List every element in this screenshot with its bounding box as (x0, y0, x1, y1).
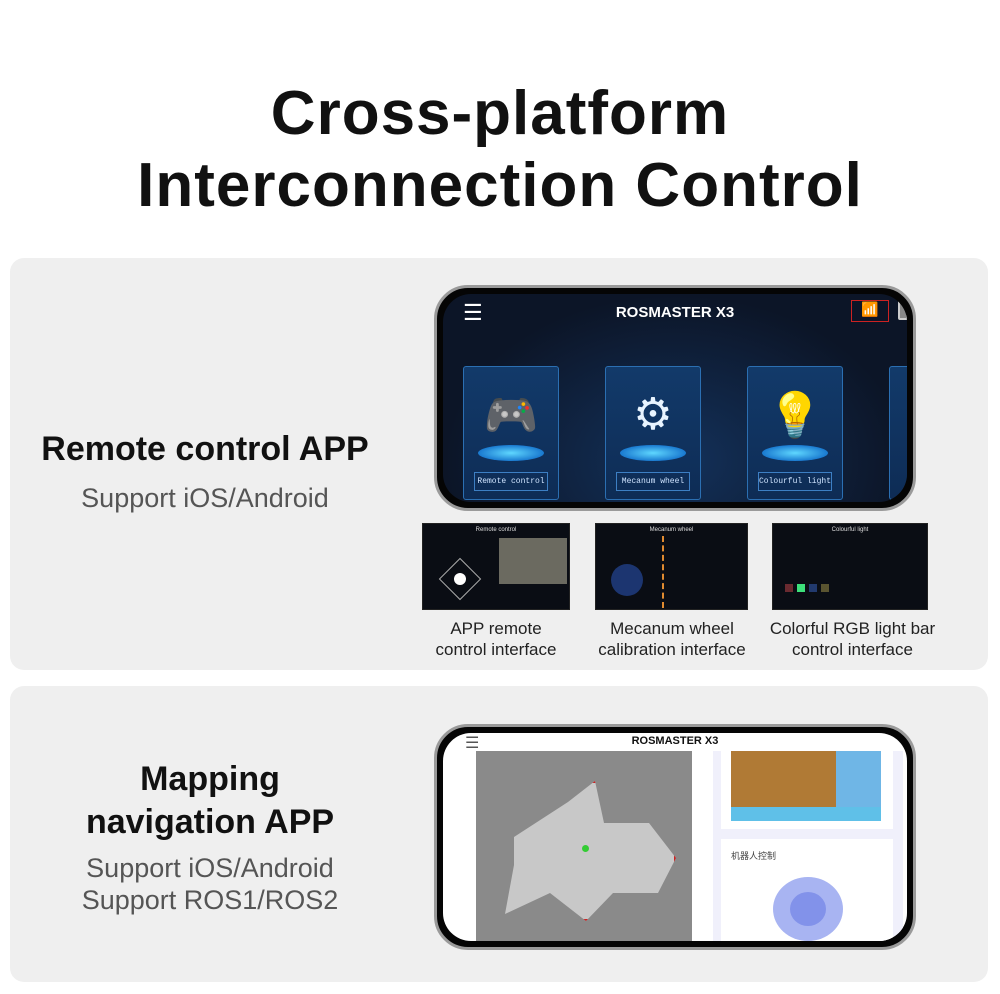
caption-mecanum: Mecanum wheel calibration interface (580, 618, 764, 660)
subtitle-line: Support ROS1/ROS2 (81, 885, 339, 915)
camera-feed (731, 751, 881, 821)
card-remote-control[interactable]: 🎮 Remote control (463, 366, 559, 500)
mapping-phone-mockup: ☰ ROSMASTER X3 机器人控制 (434, 724, 916, 950)
page-title: Cross-platform Interconnection Control (0, 78, 1000, 222)
menu-icon[interactable]: ☰ (465, 735, 480, 752)
caption-line: control interface (435, 640, 557, 659)
mapping-app-title: Mapping navigation APP (10, 758, 410, 844)
thumb-title: Mecanum wheel (649, 527, 694, 533)
battery-icon (898, 300, 907, 320)
lightbulb-icon: 💡 (767, 391, 823, 440)
title-line: navigation APP (85, 803, 335, 841)
right-column: 机器人控制 (713, 751, 903, 941)
card-partial[interactable] (889, 366, 907, 500)
wheel-icon: ⚙ (633, 390, 673, 439)
joystick-knob[interactable] (790, 892, 826, 926)
menu-icon[interactable]: ☰ (463, 300, 483, 325)
card-mecanum-wheel[interactable]: ⚙ Mecanum wheel (605, 366, 701, 500)
thumb-remote-control: Remote control (422, 523, 570, 610)
swatch (785, 584, 793, 592)
camera-card (721, 751, 893, 829)
remote-phone-mockup: ☰ ROSMASTER X3 📶 🎮 Remote control ⚙ Mecanu… (434, 285, 916, 511)
joystick-icon (611, 564, 643, 596)
gauges (662, 536, 682, 608)
caption-line: Colorful RGB light bar (769, 619, 936, 638)
robot-control-label: 机器人控制 (731, 851, 777, 861)
caption-remote: APP remote control interface (405, 618, 587, 660)
app-header: ROSMASTER X3 (615, 304, 735, 321)
subtitle-line: Support iOS/Android (86, 853, 334, 883)
dpad-knob (454, 573, 466, 585)
caption-light: Colorful RGB light bar control interface (755, 618, 950, 660)
app-header: ROSMASTER X3 (631, 735, 719, 747)
caption-line: Mecanum wheel (610, 619, 734, 638)
caption-line: APP remote (450, 619, 542, 638)
caption-line: calibration interface (598, 640, 746, 659)
swatch (809, 584, 817, 592)
thumb-title: Colourful light (831, 527, 869, 533)
robot-marker (582, 845, 589, 852)
card-colourful-light[interactable]: 💡 Colourful light (747, 366, 843, 500)
title-line: Mapping (140, 760, 280, 798)
gamepad-icon: 🎮 (483, 391, 539, 440)
remote-app-title: Remote control APP (41, 430, 369, 468)
robot-control-card: 机器人控制 (721, 839, 893, 941)
camera-feed (499, 538, 567, 584)
card-label: Colourful light (758, 472, 832, 491)
slam-map[interactable] (476, 751, 692, 941)
mapping-app-subtitle: Support iOS/Android Support ROS1/ROS2 (10, 852, 410, 916)
swatch (797, 584, 805, 592)
card-label: Remote control (474, 472, 548, 491)
title-line-2: Interconnection Control (137, 151, 863, 220)
title-line-1: Cross-platform (270, 79, 730, 148)
thumb-colourful-light: Colourful light (772, 523, 928, 610)
joystick-base[interactable] (773, 877, 843, 941)
wifi-icon[interactable]: 📶 (851, 300, 889, 322)
swatch (821, 584, 829, 592)
remote-app-subtitle: Support iOS/Android (81, 483, 329, 513)
card-label: Mecanum wheel (616, 472, 690, 491)
caption-line: control interface (792, 640, 913, 659)
thumb-mecanum-wheel: Mecanum wheel (595, 523, 748, 610)
thumb-title: Remote control (475, 527, 517, 533)
